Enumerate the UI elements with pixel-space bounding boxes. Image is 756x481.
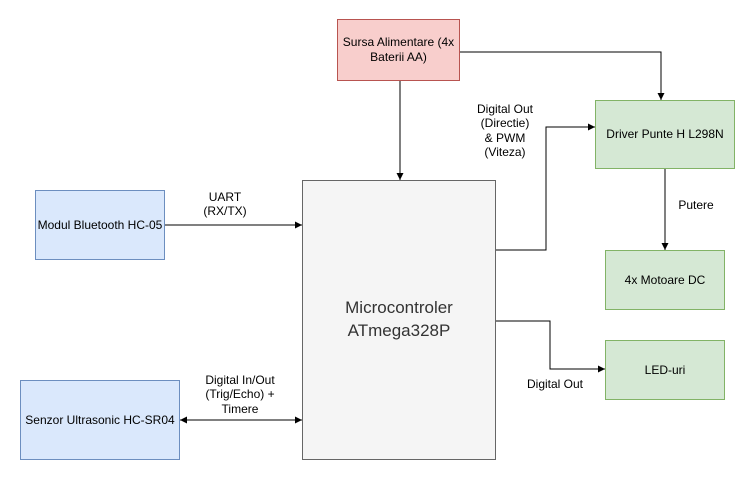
dc-motors-node: 4x Motoare DC: [605, 250, 725, 310]
bluetooth-module-label: Modul Bluetooth HC-05: [37, 217, 163, 232]
microcontroller-label: Microcontroler ATmega328P: [345, 298, 453, 340]
bluetooth-module-node: Modul Bluetooth HC-05: [35, 190, 165, 260]
ultrasonic-sensor-label: Senzor Ultrasonic HC-SR04: [25, 412, 175, 427]
uart-edge-label: UART (RX/TX): [203, 190, 247, 219]
edge-mcu-to-driver: [496, 123, 595, 251]
dc-motors-label: 4x Motoare DC: [624, 272, 706, 287]
hbridge-driver-label: Driver Punte H L298N: [606, 127, 724, 141]
power-edge-label: Putere: [678, 198, 714, 212]
microcontroller-node: Microcontroler ATmega328P: [302, 180, 496, 460]
ultrasonic-sensor-node: Senzor Ultrasonic HC-SR04: [20, 380, 180, 460]
power-supply-node: Sursa Alimentare (4x Baterii AA): [337, 19, 460, 81]
ultrasonic-edge-label: Digital In/Out (Trig/Echo) + Timere: [205, 373, 275, 416]
edge-mcu-to-leds: [496, 320, 605, 373]
power-supply-label: Sursa Alimentare (4x Baterii AA): [342, 35, 455, 64]
led-edge-label: Digital Out: [526, 377, 584, 391]
hbridge-driver-node: Driver Punte H L298N: [595, 100, 735, 169]
driver-control-edge-label: Digital Out (Directie) & PWM (Viteza): [476, 102, 534, 160]
leds-node: LED-uri: [605, 340, 725, 400]
leds-label: LED-uri: [644, 362, 686, 377]
edge-power-to-driver: [460, 51, 665, 100]
